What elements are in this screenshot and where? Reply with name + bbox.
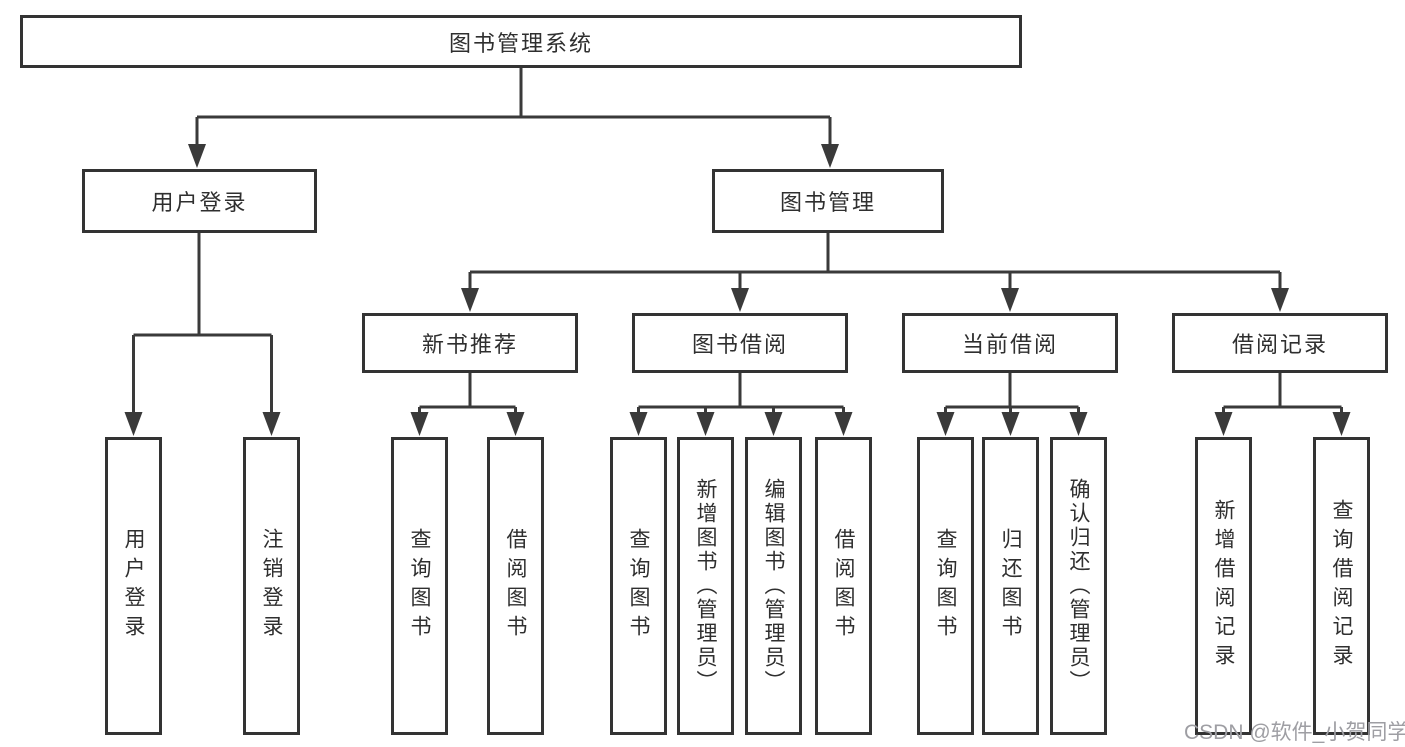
leaf-logout: 注销登录 xyxy=(243,437,300,735)
leaf-query-books-recommend: 查询图书 xyxy=(391,437,448,735)
leaf-add-borrow-record: 新增借阅记录 xyxy=(1195,437,1252,735)
leaf-query-books-borrowing: 查询图书 xyxy=(610,437,667,735)
leaf-borrow-books-recommend: 借阅图书 xyxy=(487,437,544,735)
node-library-management-system: 图书管理系统 xyxy=(20,15,1022,68)
leaf-return-books: 归还图书 xyxy=(982,437,1039,735)
node-user-login: 用户登录 xyxy=(82,169,317,233)
leaf-confirm-return-admin: 确认归还（管理员） xyxy=(1050,437,1107,735)
node-book-borrowing: 图书借阅 xyxy=(632,313,848,373)
leaf-query-books-current: 查询图书 xyxy=(917,437,974,735)
node-borrow-records: 借阅记录 xyxy=(1172,313,1388,373)
leaf-add-books-admin: 新增图书（管理员） xyxy=(677,437,734,735)
csdn-watermark: CSDN @软件_小贺同学 xyxy=(1184,721,1405,744)
node-book-management: 图书管理 xyxy=(712,169,944,233)
node-current-borrowing: 当前借阅 xyxy=(902,313,1118,373)
leaf-user-login: 用户登录 xyxy=(105,437,162,735)
leaf-edit-books-admin: 编辑图书（管理员） xyxy=(745,437,802,735)
node-new-book-recommend: 新书推荐 xyxy=(362,313,578,373)
leaf-borrow-books: 借阅图书 xyxy=(815,437,872,735)
leaf-query-borrow-record: 查询借阅记录 xyxy=(1313,437,1370,735)
